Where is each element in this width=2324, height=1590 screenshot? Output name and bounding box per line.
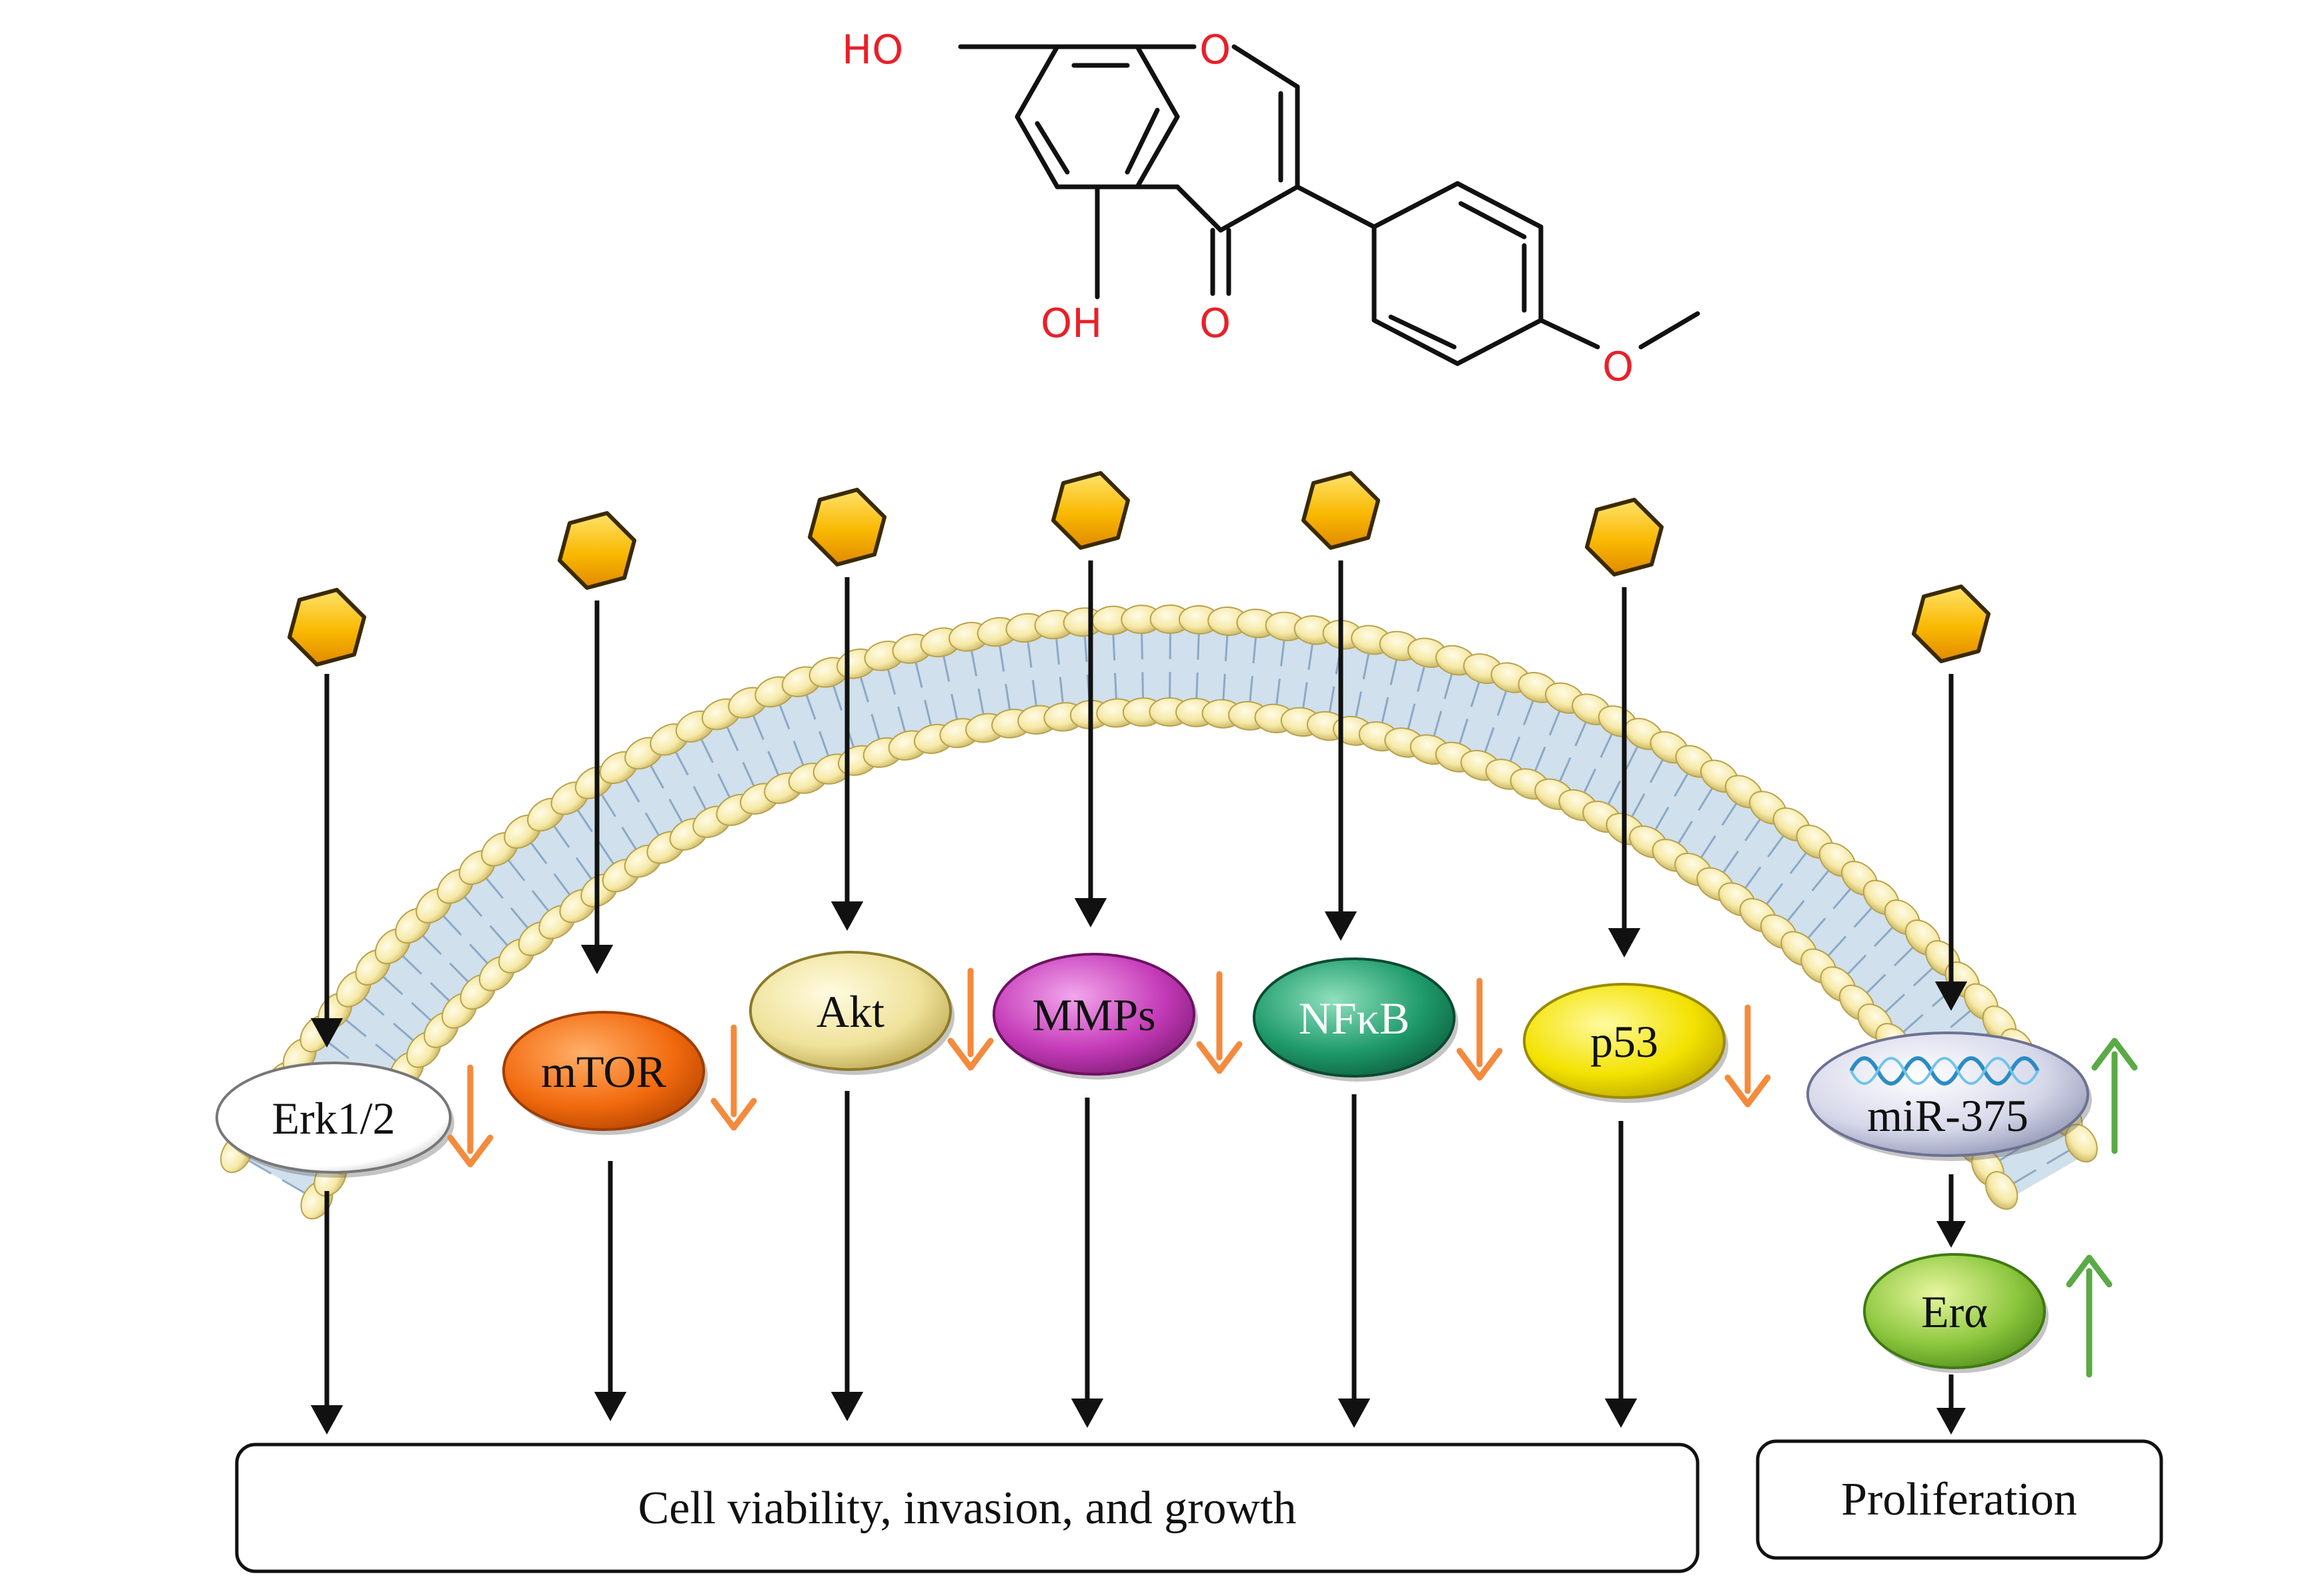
rna-strand-icon — [1849, 1056, 2040, 1086]
atom-label-ho: HO — [842, 27, 903, 73]
node-label-mir: miR-375 — [1867, 1090, 2028, 1141]
node-label-nfkb: NFκB — [1299, 993, 1410, 1044]
genistein-hexagon-icon — [1584, 497, 1664, 577]
down-arrow-icon-mtor — [710, 1024, 757, 1131]
pathway-arrows — [310, 560, 1968, 1435]
arrow-era-to-proliferation — [1936, 1374, 1966, 1435]
node-label-mtor: mTOR — [541, 1046, 666, 1097]
genistein-hexagon-icon — [807, 487, 887, 567]
outcome-label-side: Proliferation — [1841, 1474, 2077, 1525]
node-label-akt: Akt — [816, 986, 885, 1037]
node-mmps: MMPs — [993, 953, 1243, 1080]
arrow-nfkb-to-outcome — [1337, 1094, 1371, 1428]
down-arrow-icon-p53 — [1724, 1004, 1771, 1108]
up-arrow-icon-mir — [2091, 1038, 2138, 1154]
node-p53: p53 — [1523, 983, 1771, 1108]
arrow-genistein-to-mmps — [1074, 560, 1107, 927]
arrow-p53-to-outcome — [1604, 1121, 1638, 1428]
atom-label-carbonyl-oxygen: O — [1199, 300, 1231, 347]
arrow-mtor-to-outcome — [594, 1161, 627, 1421]
node-mtor: mTOR — [502, 1011, 757, 1135]
node-label-mmps: MMPs — [1032, 989, 1155, 1040]
down-arrow-icon-akt — [947, 967, 994, 1071]
lipid-head — [2065, 1124, 2098, 1163]
node-mir: miR-375 — [1806, 1032, 2138, 1161]
genistein-structure: HO O OH O O — [842, 27, 1700, 390]
node-erk: Erk1/2 — [215, 1062, 494, 1178]
arrow-genistein-to-nfkb — [1324, 560, 1357, 941]
outcome-box-side: Proliferation — [1756, 1439, 2163, 1560]
arrow-mmps-to-outcome — [1071, 1098, 1104, 1428]
rna-strand-icon — [1850, 1057, 2039, 1085]
genistein-molecules — [287, 470, 1991, 667]
down-arrow-icon-nfkb — [1456, 977, 1503, 1081]
genistein-hexagon-icon — [1911, 584, 1991, 664]
cell-membrane — [220, 605, 2098, 1220]
arrow-genistein-to-mir375 — [1934, 674, 1968, 1011]
outcome-label-main: Cell viability, invasion, and growth — [638, 1483, 1296, 1534]
down-arrow-icon-erk — [447, 1064, 494, 1168]
molecule-bonds — [958, 44, 1700, 366]
atom-label-oh: OH — [1041, 300, 1102, 347]
down-arrow-icon-mmps — [1196, 971, 1243, 1074]
node-label-era: Erα — [1921, 1286, 1988, 1337]
arrow-genistein-to-p53 — [1608, 587, 1641, 957]
genistein-hexagon-icon — [557, 510, 637, 590]
membrane-heads — [220, 605, 2098, 1220]
arrow-akt-to-outcome — [830, 1091, 864, 1421]
node-era: Erα — [1863, 1253, 2113, 1378]
arrow-genistein-to-erk — [310, 674, 344, 1048]
outcome-box-main: Cell viability, invasion, and growth — [235, 1443, 1700, 1573]
atom-label-ring-oxygen: O — [1199, 27, 1231, 73]
arrow-genistein-to-mtor — [580, 601, 614, 974]
arrow-genistein-to-akt — [830, 577, 864, 931]
genistein-hexagon-icon — [287, 587, 367, 667]
up-arrow-icon-era — [2066, 1254, 2113, 1378]
lipid-head — [1984, 1171, 2018, 1210]
node-label-p53: p53 — [1590, 1016, 1658, 1067]
node-label-erk: Erk1/2 — [271, 1093, 395, 1144]
arrow-mir375-to-era — [1936, 1174, 1966, 1248]
atom-label-methoxy-oxygen: O — [1602, 344, 1634, 390]
node-akt: Akt — [749, 951, 994, 1075]
arrow-erk-to-outcome — [310, 1191, 344, 1435]
genistein-hexagon-icon — [1051, 470, 1131, 550]
node-nfkb: NFκB — [1253, 957, 1503, 1082]
membrane-tail-band — [243, 627, 2081, 1196]
genistein-hexagon-icon — [1301, 470, 1381, 550]
